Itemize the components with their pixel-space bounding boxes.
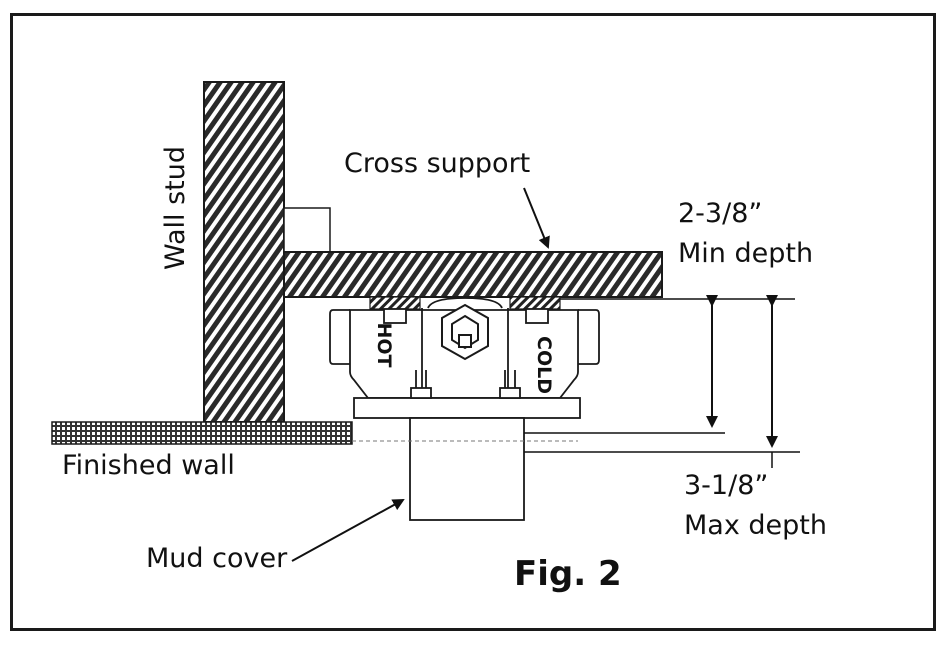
figure-label: Fig. 2 [514,554,622,594]
diagram-frame [10,13,936,631]
mounting-pad-right [509,296,561,310]
cold-label: COLD [533,336,555,394]
mounting-pad-left [369,296,421,310]
wall-stud-label: Wall stud [160,146,191,270]
min-depth-text-label: Min depth [678,238,813,269]
valve-stem [441,303,489,361]
finished-wall [51,421,353,445]
cross-support [283,251,663,298]
hot-label: HOT [373,322,395,367]
mud-cover-label: Mud cover [146,543,288,574]
spacer-block [283,207,331,253]
wall-stud [203,81,285,423]
max-depth-text-label: Max depth [684,510,827,541]
cross-support-label: Cross support [344,148,530,179]
cross-support-leader [523,187,550,249]
mud-cover [409,417,525,521]
min-depth-value-label: 2-3/8” [678,198,762,229]
finished-wall-label: Finished wall [62,450,235,481]
mud-cover-leader [291,499,405,562]
max-depth-value-label: 3-1/8” [684,470,768,501]
